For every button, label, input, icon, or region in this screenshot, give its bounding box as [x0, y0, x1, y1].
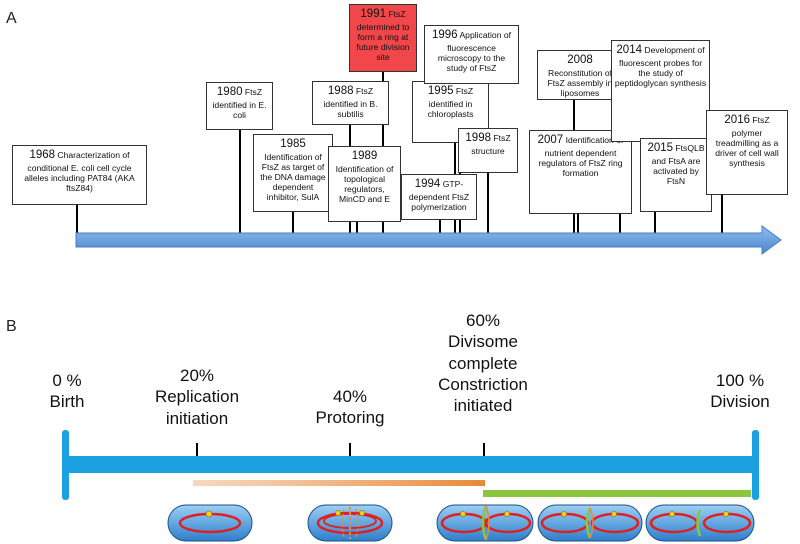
- timeline-b-ticks: [196, 443, 485, 456]
- stage-birth-label: Birth: [49, 392, 85, 412]
- stage-division-label: Division: [710, 392, 770, 412]
- stage-replication-label: Replication initiation: [154, 387, 240, 428]
- stage-divisome: 60% Divisome complete Constriction initi…: [418, 310, 548, 416]
- event-box-1980: 1980 FtsZ identified in E. coli: [206, 82, 273, 130]
- event-box-2015: 2015 FtsQLB and FtsA are activated by Ft…: [640, 138, 712, 212]
- cell-constriction-2: [537, 504, 643, 542]
- stage-divisome-pct: 60%: [465, 311, 501, 330]
- event-box-1989: 1989 Identification of topological regul…: [328, 146, 401, 222]
- stage-division-pct: 100 %: [715, 371, 765, 390]
- event-box-1988: 1988 FtsZ identified in B. subtilis: [312, 81, 389, 125]
- cell-constriction-3: [645, 504, 755, 542]
- cell-divisome-1: [436, 504, 534, 542]
- stage-protoring: 40% Protoring: [295, 386, 405, 429]
- birth-end-cap: [62, 430, 69, 500]
- event-box-2007: 2007 Identification of nutrient dependen…: [529, 130, 632, 214]
- stage-replication-pct: 20%: [179, 366, 215, 385]
- stage-division: 100 % Division: [690, 370, 790, 413]
- timeline-a-arrow: [75, 225, 782, 255]
- event-box-2016: 2016 FtsZ polymer treadmilling as a driv…: [706, 110, 788, 195]
- stage-birth: 0 % Birth: [22, 370, 112, 413]
- event-box-2008: 2008 Reconstitution of FtsZ assembly in …: [537, 50, 623, 100]
- panel-label-a: A: [6, 10, 17, 27]
- division-end-cap: [752, 430, 759, 500]
- event-box-1985: 1985 Identification of FtsZ as target of…: [253, 134, 333, 212]
- event-box-1996: 1996 Application of fluorescence microsc…: [424, 25, 519, 84]
- cell-birth: [167, 504, 253, 542]
- event-box-1998: 1998 FtsZ structure: [458, 128, 518, 173]
- protoring-bar: [193, 480, 485, 486]
- cell-protoring: [307, 504, 393, 542]
- timeline-b-bar: [66, 456, 758, 473]
- stage-replication: 20% Replication initiation: [132, 365, 262, 429]
- event-box-1994: 1994 GTP-dependent FtsZ polymerization: [401, 174, 477, 220]
- event-box-1968: 1968 Characterization of conditional E. …: [12, 145, 147, 205]
- event-box-1991: 1991 FtsZ determined to form a ring at f…: [349, 4, 417, 72]
- event-box-2014: 2014 Development of fluorescent probes f…: [611, 40, 710, 142]
- stage-birth-pct: 0 %: [52, 371, 82, 390]
- divisome-bar: [483, 490, 751, 497]
- stage-protoring-label: Protoring: [315, 408, 385, 428]
- stage-divisome-label: Divisome complete Constriction initiated: [438, 332, 528, 415]
- panel-label-b: B: [6, 318, 17, 335]
- stage-protoring-pct: 40%: [332, 387, 368, 406]
